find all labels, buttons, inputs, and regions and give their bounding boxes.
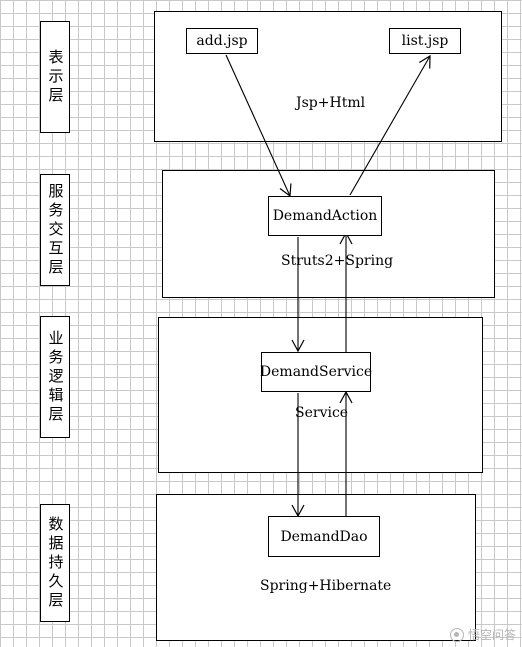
layer-label-business-logic: 业务逻辑层 xyxy=(40,316,70,438)
node-demand-dao-label: DemandDao xyxy=(280,528,368,545)
layer-label-service-interaction: 服务交互层 xyxy=(40,174,70,286)
node-list-jsp-label: list.jsp xyxy=(401,33,449,49)
watermark: 悟空问答 xyxy=(449,626,516,643)
watermark-text: 悟空问答 xyxy=(467,628,516,642)
node-demand-service: DemandService xyxy=(259,352,373,392)
node-demand-dao: DemandDao xyxy=(268,516,380,557)
layer-label-presentation-text: 表示层 xyxy=(46,48,65,106)
node-demand-service-label: DemandService xyxy=(259,364,373,380)
caption-service-interaction: Struts2+Spring xyxy=(281,253,394,269)
layer-label-data-persistence: 数据持久层 xyxy=(40,504,70,622)
node-add-jsp-label: add.jsp xyxy=(196,33,248,49)
watermark-logo-icon xyxy=(449,627,464,642)
layer-label-data-persistence-text: 数据持久层 xyxy=(46,515,65,611)
node-list-jsp: list.jsp xyxy=(389,28,461,54)
layer-label-service-interaction-text: 服务交互层 xyxy=(46,182,65,278)
caption-data-persistence: Spring+Hibernate xyxy=(260,578,392,594)
business-logic-layer-box xyxy=(158,317,483,473)
layer-label-presentation: 表示层 xyxy=(40,21,70,133)
caption-business-logic: Service xyxy=(295,405,349,421)
caption-presentation: Jsp+Html xyxy=(296,95,366,111)
node-add-jsp: add.jsp xyxy=(186,28,258,54)
layer-label-business-logic-text: 业务逻辑层 xyxy=(46,329,65,425)
node-demand-action-label: DemandAction xyxy=(272,208,378,224)
node-demand-action: DemandAction xyxy=(268,196,382,236)
